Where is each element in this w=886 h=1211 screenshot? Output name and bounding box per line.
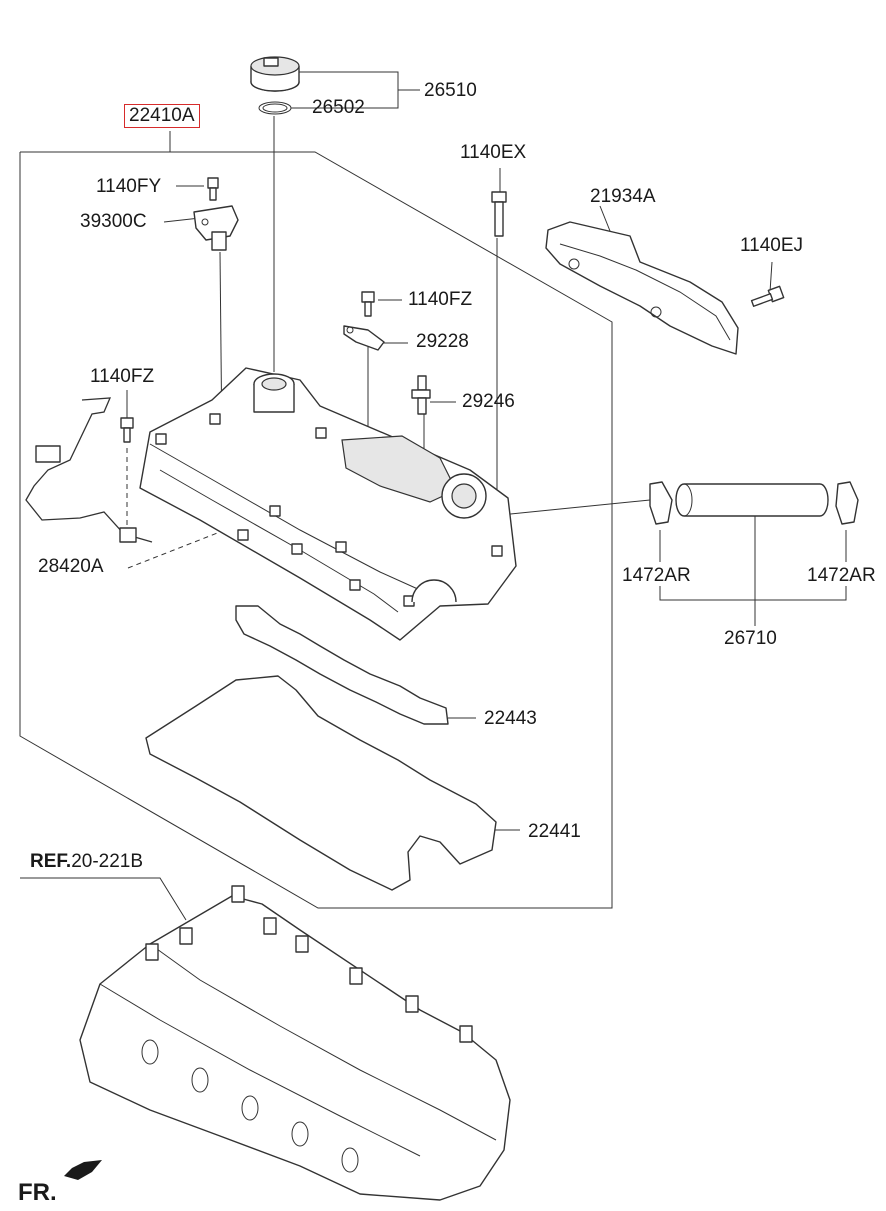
front-arrow-icon	[64, 1160, 102, 1180]
bolt-1140FZ-left	[120, 417, 134, 443]
camshaft-sensor	[193, 205, 239, 251]
heat-shield-part-label: 21934A	[590, 186, 656, 207]
bolt-1140EJ-label: 1140EJ	[740, 235, 804, 256]
wiring-harness	[25, 397, 153, 543]
bolt-1140EX-label: 1140EX	[460, 142, 527, 163]
gasket-22443	[235, 605, 449, 725]
front-direction-label: FR.	[18, 1179, 57, 1206]
sensor-part-label: 39300C	[80, 211, 147, 232]
bolt-1140FZ-top	[361, 291, 375, 317]
bolt-1140FZ-top-label: 1140FZ	[408, 289, 473, 310]
bolt-1140EJ	[750, 285, 785, 307]
assembly-part-label: 22410A	[124, 104, 200, 128]
heat-shield	[545, 221, 739, 355]
gasket-22441	[145, 675, 497, 891]
bolt-1140EX	[491, 191, 507, 237]
clamp-left	[649, 481, 673, 525]
assembly-boundary	[19, 131, 613, 909]
harness-part-label: 28420A	[38, 556, 104, 577]
rocker-cover	[139, 367, 517, 641]
clamp-right-part-label: 1472AR	[807, 565, 876, 586]
reference-code: 20-221B	[71, 851, 144, 872]
breather-hose	[675, 483, 829, 517]
cap-seal-part-label: 26502	[312, 97, 365, 118]
clamp-left-part-label: 1472AR	[622, 565, 691, 586]
bracket-29228	[343, 325, 385, 351]
gasket-inner-part-label: 22443	[484, 708, 537, 729]
hose-part-label: 26710	[724, 628, 777, 649]
cap-part-label: 26510	[424, 80, 477, 101]
bolt-1140FY	[207, 177, 219, 201]
oil-cap	[250, 56, 300, 115]
bracket-part-label: 29228	[416, 331, 469, 352]
bolt-1140FZ-left-label: 1140FZ	[90, 366, 155, 387]
cylinder-head	[79, 885, 511, 1201]
reference-label: REF.20-221B	[30, 852, 143, 872]
stud-29246	[411, 375, 431, 415]
reference-prefix: REF.	[30, 851, 72, 872]
clamp-right	[835, 481, 859, 525]
gasket-outer-part-label: 22441	[528, 821, 581, 842]
bolt-1140FY-label: 1140FY	[96, 176, 162, 197]
leader-lines	[20, 71, 847, 921]
stud-part-label: 29246	[462, 391, 515, 412]
